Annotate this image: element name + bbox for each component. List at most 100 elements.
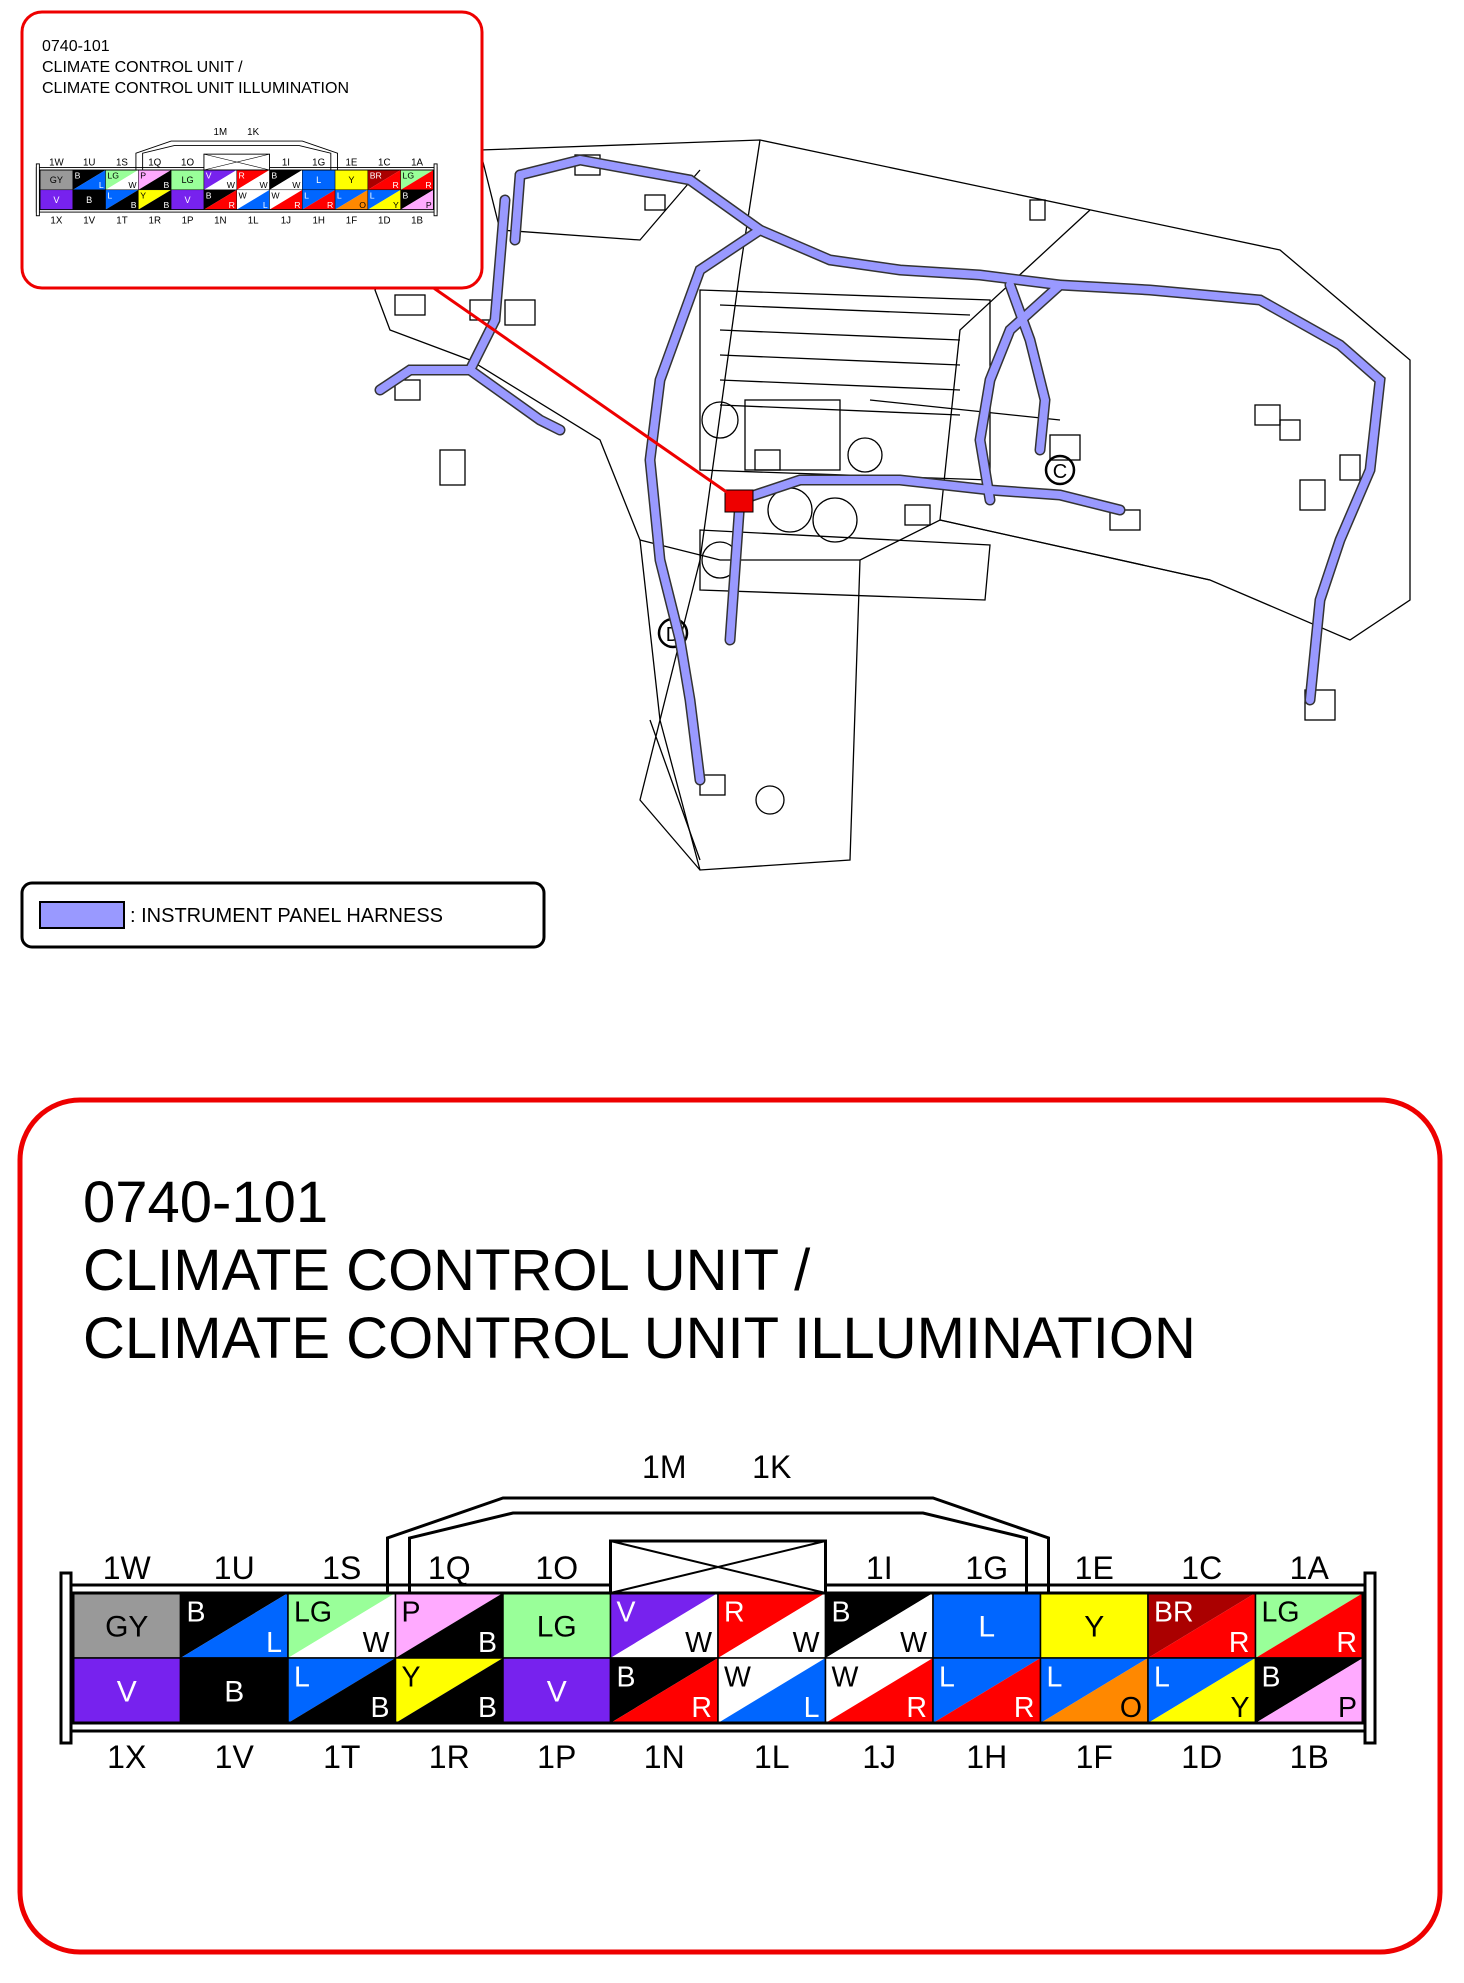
large-connector-cavity-1l: WL xyxy=(717,1657,827,1724)
wire-primary-code: V xyxy=(617,1597,636,1629)
large-connector-hood-pin-label: 1M xyxy=(642,1449,686,1485)
wire-stripe-color xyxy=(400,189,434,210)
wire-stripe-code: W xyxy=(793,1627,820,1659)
wire-primary-code: B xyxy=(75,171,81,181)
small-connector-cavity-1i: BW xyxy=(269,169,303,191)
wire-stripe-color xyxy=(367,189,401,210)
wire-primary-code: L xyxy=(939,1662,955,1694)
wire-stripe-code: P xyxy=(1338,1692,1357,1724)
small-connector-top-pin-label: 1O xyxy=(181,158,194,169)
wire-stripe-code: R xyxy=(691,1692,712,1724)
large-connector-cavity-1h: LR xyxy=(932,1657,1042,1724)
small-connector-cavity-1s: LGW xyxy=(105,169,139,191)
wire-color-code: B xyxy=(86,195,92,205)
wire-primary-code: B xyxy=(832,1597,851,1629)
large-callout-box xyxy=(17,1097,1443,1955)
wire-primary-code: W xyxy=(271,191,280,201)
small-connector-top-pin-label: 1G xyxy=(312,158,325,169)
wire-stripe-color xyxy=(1148,1658,1256,1723)
wire-stripe-color xyxy=(269,170,303,190)
wire-color-code: LG xyxy=(181,175,193,185)
large-connector-bottom-pin-label: 1L xyxy=(754,1739,790,1775)
wire-primary-color xyxy=(138,189,172,210)
connector-id: 0740-101 xyxy=(83,1170,328,1235)
small-connector-cavity-1h: LR xyxy=(302,189,336,210)
wire-stripe-code: B xyxy=(164,200,170,210)
large-connector-bottom-pin-label: 1D xyxy=(1181,1739,1222,1775)
wire-primary-code: LG xyxy=(107,171,119,181)
wire-stripe-code: L xyxy=(266,1627,282,1659)
large-connector-top-pin-label: 1W xyxy=(103,1550,152,1586)
wire-primary-color xyxy=(236,170,270,190)
wire-primary-color xyxy=(138,170,172,190)
small-connector-cavity-1t: LB xyxy=(105,189,139,210)
small-connector-cavity-1l: WL xyxy=(236,189,270,210)
wire-stripe-color xyxy=(335,189,368,210)
wire-stripe-code: R xyxy=(425,180,431,190)
wire-stripe-color xyxy=(138,189,172,210)
small-connector-bottom-pin-label: 1R xyxy=(149,215,161,226)
small-connector-top-pin-label: 1I xyxy=(282,158,290,169)
large-connector-left-latch xyxy=(59,1571,73,1745)
wire-primary-code: W xyxy=(239,191,248,201)
large-connector-cavity-1g: L xyxy=(932,1592,1042,1659)
wire-primary-code: B xyxy=(187,1597,206,1629)
small-connector-cavity-1u: BL xyxy=(72,169,106,191)
wire-primary-color xyxy=(269,170,303,190)
wire-stripe-code: B xyxy=(370,1692,389,1724)
small-connector-cavity-1q: PB xyxy=(138,169,172,191)
wire-color-code: L xyxy=(316,175,321,185)
wire-primary-color xyxy=(367,170,401,190)
large-connector-top-pin-label: 1O xyxy=(535,1550,578,1586)
small-connector-key-hood-inner xyxy=(142,145,332,170)
wire-stripe-code: R xyxy=(1336,1627,1357,1659)
wire-stripe-color xyxy=(933,1658,1041,1723)
wire-primary-code: P xyxy=(140,171,146,181)
wire-primary-code: LG xyxy=(1262,1597,1300,1629)
wire-color-code: Y xyxy=(1084,1610,1104,1643)
wire-primary-color xyxy=(105,189,139,210)
wire-stripe-color xyxy=(610,1593,718,1658)
wire-primary-code: W xyxy=(724,1662,751,1694)
wire-stripe-color xyxy=(236,189,270,210)
large-connector-bottom-pin-label: 1P xyxy=(537,1739,576,1775)
small-connector-cavity-1f: LO xyxy=(334,189,369,210)
wire-stripe-code: R xyxy=(1229,1627,1250,1659)
small-connector-cavity-1c: BRR xyxy=(367,169,401,191)
wire-primary-code: LG xyxy=(402,171,414,181)
large-connector-cavity-1n: BR xyxy=(609,1657,719,1724)
wire-color-code: V xyxy=(53,195,60,205)
large-connector-cavity-1j: WR xyxy=(824,1657,934,1724)
wire-stripe-color xyxy=(203,170,237,190)
wire-primary-code: B xyxy=(402,191,408,201)
wire-stripe-code: P xyxy=(426,200,432,210)
small-connector-cavity-1x: V xyxy=(39,189,74,210)
small-connector-bottom-pin-label: 1D xyxy=(378,215,390,226)
large-connector-cavity-1x: V xyxy=(72,1657,182,1724)
large-connector-cavity-1f: LO xyxy=(1039,1657,1149,1724)
small-connector-top-pin-label: 1S xyxy=(116,158,128,169)
wire-primary-code: BR xyxy=(1154,1597,1194,1629)
wire-stripe-color xyxy=(302,189,336,210)
wire-primary-code: R xyxy=(239,171,245,181)
small-connector-cavity-1m: VW xyxy=(203,169,237,191)
wire-primary-color xyxy=(105,170,139,190)
small-connector-cavity-1r: YB xyxy=(138,189,172,210)
large-connector-cavity-1u: BL xyxy=(179,1592,289,1659)
large-connector-bottom-pin-label: 1T xyxy=(323,1739,360,1775)
small-connector-bottom-pin-label: 1P xyxy=(182,215,194,226)
wire-stripe-code: B xyxy=(164,180,170,190)
small-connector-bottom-pin-label: 1H xyxy=(312,215,324,226)
wire-primary-code: L xyxy=(337,191,342,201)
large-connector-cavity-1b: BP xyxy=(1254,1657,1364,1724)
wire-stripe-code: Y xyxy=(393,200,399,210)
large-connector-bottom-pin-label: 1N xyxy=(644,1739,685,1775)
large-connector-bottom-pin-label: 1V xyxy=(215,1739,255,1775)
wire-primary-color xyxy=(203,170,237,190)
large-connector-key-hood-inner xyxy=(408,1511,1028,1593)
wire-primary-code: W xyxy=(832,1662,859,1694)
large-connector-top-pin-label: 1Q xyxy=(428,1550,471,1586)
wire-stripe-code: W xyxy=(292,180,301,190)
wire-stripe-color xyxy=(1040,1658,1148,1723)
